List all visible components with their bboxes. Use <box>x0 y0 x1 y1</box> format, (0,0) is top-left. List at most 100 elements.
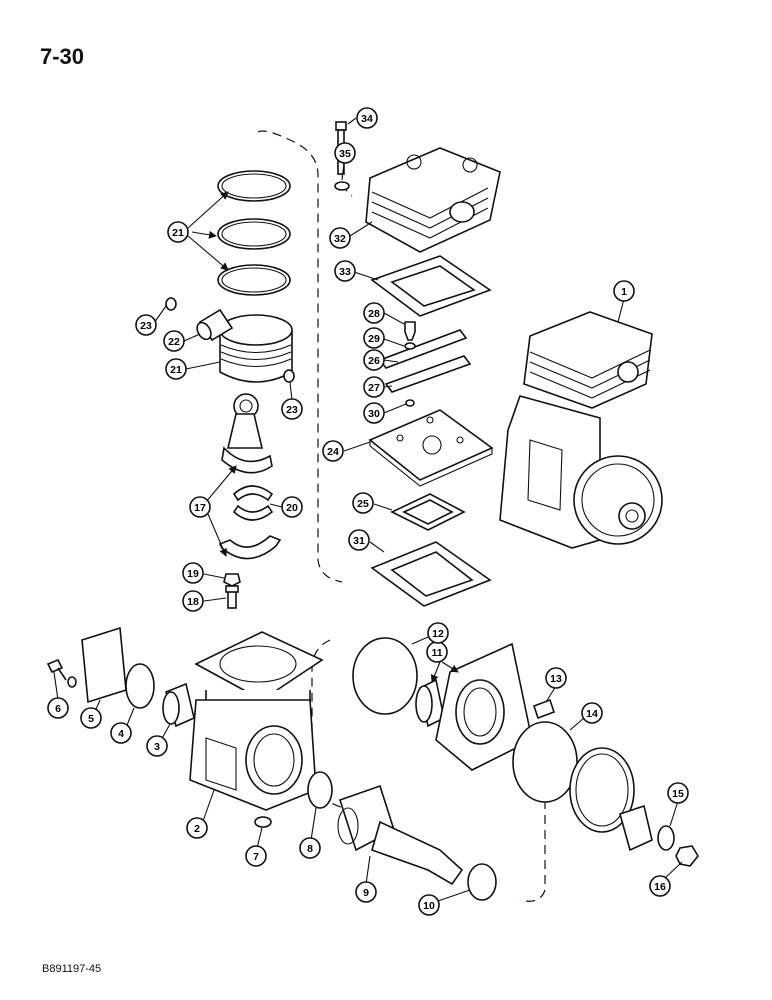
callout-14: 14 <box>581 702 603 724</box>
svg-text:7: 7 <box>253 851 259 863</box>
svg-text:35: 35 <box>339 148 351 160</box>
valve-screw <box>404 321 416 341</box>
svg-text:15: 15 <box>672 788 684 800</box>
svg-text:21: 21 <box>170 364 182 376</box>
callout-8: 8 <box>299 837 321 859</box>
svg-text:23: 23 <box>286 404 298 416</box>
svg-text:5: 5 <box>88 713 94 725</box>
thrust-washer <box>307 771 333 809</box>
svg-text:25: 25 <box>357 498 369 510</box>
callout-3: 3 <box>146 735 168 757</box>
wrist-pin <box>196 308 234 342</box>
callout-16: 16 <box>649 875 671 897</box>
callout-27: 27 <box>363 376 385 398</box>
drive-gear <box>569 747 653 852</box>
figure-code: B891197-45 <box>42 963 102 975</box>
svg-text:31: 31 <box>353 535 365 547</box>
callout-17: 17 <box>189 496 211 518</box>
svg-text:16: 16 <box>654 881 666 893</box>
page-number: 7-30 <box>40 44 85 69</box>
svg-text:11: 11 <box>431 647 442 659</box>
svg-text:3: 3 <box>154 741 160 753</box>
rod-cap <box>218 535 282 560</box>
callout-22: 22 <box>163 330 185 352</box>
callout-28: 28 <box>363 302 385 324</box>
svg-text:13: 13 <box>550 673 562 685</box>
svg-text:8: 8 <box>307 843 313 855</box>
callout-32: 32 <box>329 227 351 249</box>
callout-12: 12 <box>427 622 449 644</box>
svg-text:28: 28 <box>368 308 380 320</box>
housing-bolt <box>532 698 556 720</box>
gear-nut <box>675 845 699 867</box>
callout-11: 11 <box>426 641 448 663</box>
callout-25: 25 <box>352 492 374 514</box>
callout-18: 18 <box>182 590 204 612</box>
crankcase <box>189 631 324 811</box>
piston-rings <box>217 170 291 296</box>
callout-20: 20 <box>281 496 303 518</box>
svg-text:21: 21 <box>172 227 184 239</box>
svg-text:2: 2 <box>194 823 200 835</box>
gear-washer <box>657 825 675 851</box>
compressor-assembly <box>499 311 663 549</box>
svg-text:33: 33 <box>339 266 351 278</box>
valve-washer-29 <box>404 342 416 350</box>
svg-text:30: 30 <box>368 408 380 420</box>
svg-text:27: 27 <box>368 382 380 394</box>
valve-washer-30 <box>405 399 415 407</box>
callout-6: 6 <box>47 697 69 719</box>
assembly-dash-line-upper <box>257 130 343 583</box>
housing-o-ring <box>352 637 418 715</box>
svg-text:23: 23 <box>140 320 152 332</box>
rod-nut <box>223 573 241 587</box>
callout-29: 29 <box>363 327 385 349</box>
svg-text:19: 19 <box>187 568 199 580</box>
svg-text:4: 4 <box>118 728 124 740</box>
callout-9: 9 <box>355 881 377 903</box>
svg-text:29: 29 <box>368 333 380 345</box>
end-housing <box>435 642 533 771</box>
crank-washer <box>467 863 497 901</box>
cover-bolt <box>46 658 67 681</box>
callout-21-rings: 21 <box>167 221 189 243</box>
callout-24: 24 <box>322 440 344 462</box>
rod-bearing <box>232 485 274 521</box>
callout-34: 34 <box>356 107 378 129</box>
svg-text:10: 10 <box>423 900 435 912</box>
callout-26: 26 <box>363 349 385 371</box>
cover-washer <box>67 676 77 688</box>
reed-stop <box>384 355 472 393</box>
reed-valve <box>378 329 468 369</box>
head-washer <box>334 181 350 191</box>
callout-23-right: 23 <box>281 398 303 420</box>
svg-text:34: 34 <box>361 113 373 125</box>
callout-31: 31 <box>348 529 370 551</box>
snap-ring-left <box>165 297 177 311</box>
callout-15: 15 <box>667 782 689 804</box>
gear-o-ring <box>512 721 578 803</box>
svg-text:24: 24 <box>327 446 339 458</box>
callout-5: 5 <box>80 707 102 729</box>
callout-7: 7 <box>245 845 267 867</box>
plate-gasket <box>390 493 466 531</box>
callout-4: 4 <box>110 722 132 744</box>
cover-o-ring <box>125 663 155 709</box>
head-gasket <box>370 255 492 317</box>
svg-text:14: 14 <box>586 708 598 720</box>
end-cover <box>81 626 127 704</box>
leader-lines <box>53 117 683 902</box>
svg-text:18: 18 <box>187 596 199 608</box>
callout-10: 10 <box>418 894 440 916</box>
valve-plate <box>368 409 494 487</box>
bushing <box>162 682 195 728</box>
svg-text:22: 22 <box>168 336 180 348</box>
callout-35: 35 <box>334 142 356 164</box>
svg-text:26: 26 <box>368 355 380 367</box>
callout-2: 2 <box>186 817 208 839</box>
svg-text:12: 12 <box>432 628 444 640</box>
callout-19: 19 <box>182 562 204 584</box>
callout-30: 30 <box>363 402 385 424</box>
svg-text:17: 17 <box>194 502 206 514</box>
